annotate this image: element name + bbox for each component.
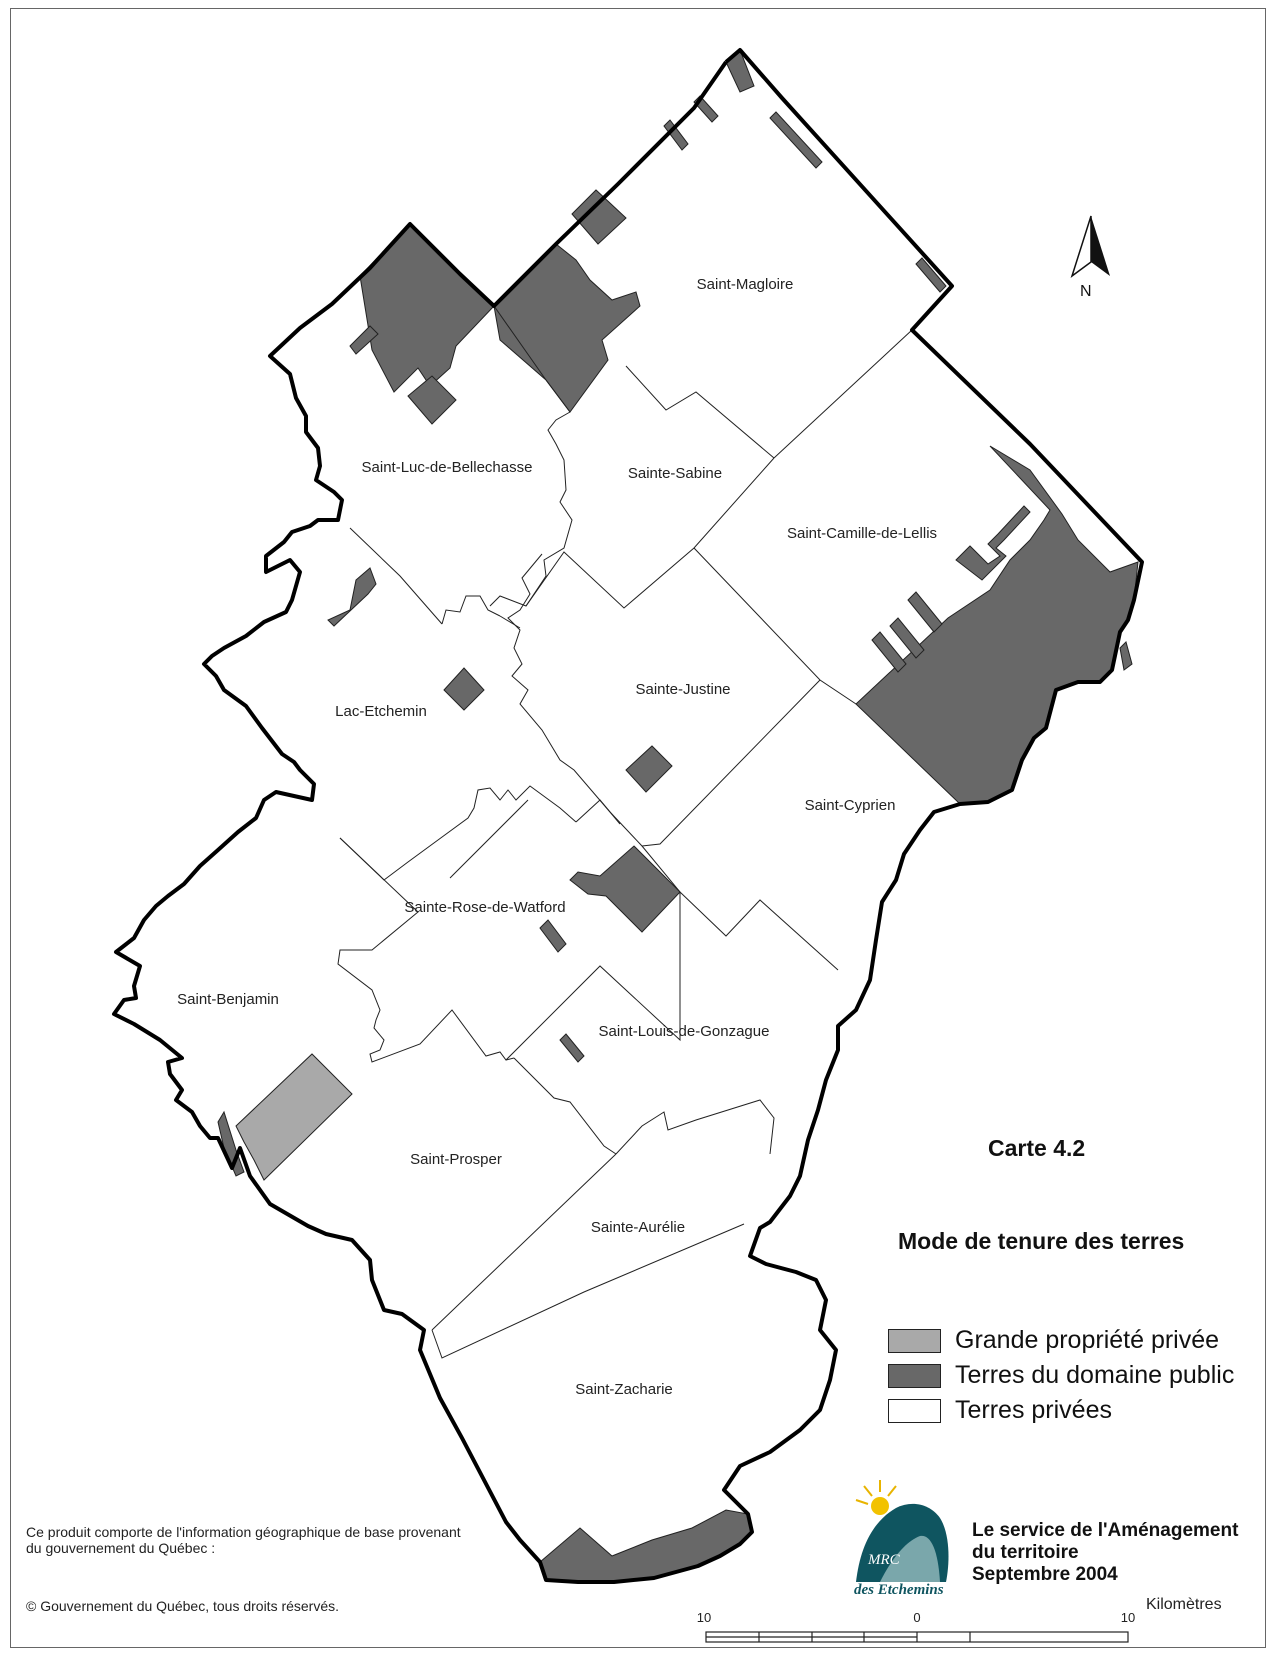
north-label: N <box>1080 283 1092 300</box>
public-land-parcel <box>407 375 457 425</box>
service-block: Le service de l'Aménagement du territoir… <box>972 1520 1238 1586</box>
legend-swatch <box>888 1398 941 1423</box>
legend-label: Terres du domaine public <box>955 1361 1235 1389</box>
map-title: Mode de tenure des terres <box>898 1228 1185 1254</box>
large-private-parcel <box>235 1053 353 1181</box>
public-land-parcel <box>349 325 379 355</box>
scale-bar <box>705 1631 1129 1643</box>
service-line: Le service de l'Aménagement <box>972 1520 1239 1541</box>
svg-text:MRC: MRC <box>867 1552 901 1568</box>
public-land-parcel <box>493 243 641 413</box>
public-land-parcel <box>625 745 673 793</box>
legend-swatch <box>888 1328 941 1353</box>
mrc-boundary <box>112 48 1144 1584</box>
credit-line: Ce produit comporte de l'information géo… <box>26 1524 461 1540</box>
scale-label-left: 10 <box>697 1610 711 1625</box>
public-land-parcel <box>871 631 907 673</box>
muni-label: Saint-Luc-de-Bellechasse <box>362 459 533 476</box>
public-land-parcel <box>889 617 925 659</box>
muni-label: Saint-Magloire <box>697 276 794 293</box>
muni-label: Saint-Zacharie <box>575 1381 673 1398</box>
muni-label: Saint-Benjamin <box>177 991 279 1008</box>
muni-label: Sainte-Rose-de-Watford <box>404 899 565 916</box>
legend-item: Terres du domaine public <box>888 1358 1234 1393</box>
scale-label-mid: 0 <box>913 1610 920 1625</box>
map-number: Carte 4.2 <box>988 1135 1086 1161</box>
legend-item: Grande propriété privée <box>888 1323 1234 1358</box>
copyright-note: © Gouvernement du Québec, tous droits ré… <box>26 1598 340 1614</box>
muni-label: Saint-Louis-de-Gonzague <box>599 1023 770 1040</box>
map-frame <box>10 8 1266 1648</box>
public-land-parcel <box>907 591 943 633</box>
public-land-parcel <box>571 189 627 245</box>
public-land-parcel <box>559 1033 585 1063</box>
muni-label: Sainte-Sabine <box>628 465 722 482</box>
muni-label: Lac-Etchemin <box>335 703 427 720</box>
public-land-parcel <box>569 845 681 933</box>
credit-note: Ce produit comporte de l'information géo… <box>26 1524 461 1556</box>
public-land-parcel <box>539 1509 753 1583</box>
service-line: du territoire <box>972 1542 1079 1563</box>
svg-text:des Etchemins: des Etchemins <box>854 1582 944 1598</box>
scale-unit: Kilomètres <box>1146 1596 1222 1613</box>
north-arrow-icon <box>1070 215 1110 278</box>
scale-label-right: 10 <box>1121 1610 1135 1625</box>
service-date: Septembre 2004 <box>972 1564 1118 1585</box>
legend-label: Terres privées <box>955 1396 1112 1424</box>
public-land-parcel <box>1119 641 1133 671</box>
public-land-parcel <box>955 505 1031 581</box>
public-land-parcel <box>915 257 947 293</box>
muni-label: Sainte-Justine <box>635 681 730 698</box>
public-land-parcel <box>663 119 689 151</box>
muni-label: Saint-Cyprien <box>805 797 896 814</box>
muni-label: Sainte-Aurélie <box>591 1219 685 1236</box>
legend-swatch <box>888 1363 941 1388</box>
public-land-parcel <box>769 111 823 169</box>
public-land-parcel <box>327 567 377 627</box>
legend: Grande propriété privée Terres du domain… <box>888 1323 1234 1428</box>
public-land-parcel <box>359 223 495 393</box>
muni-label: Saint-Camille-de-Lellis <box>787 525 937 542</box>
legend-label: Grande propriété privée <box>955 1326 1220 1354</box>
muni-label: Saint-Prosper <box>410 1151 502 1168</box>
public-land-parcel <box>443 667 485 711</box>
legend-item: Terres privées <box>888 1393 1234 1428</box>
mrc-logo: MRC des Etchemins <box>854 1480 949 1598</box>
public-land-parcel <box>539 919 567 953</box>
credit-line: du gouvernement du Québec : <box>26 1540 216 1556</box>
